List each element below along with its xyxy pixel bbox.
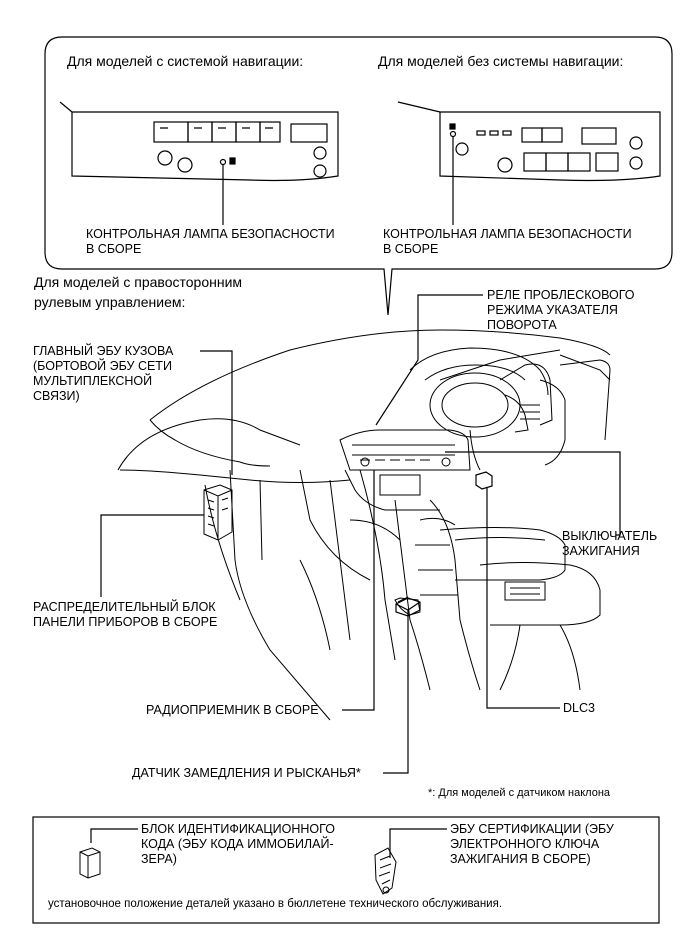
body-ecu-label-line2: (БОРТОВОЙ ЭБУ СЕТИ [33, 359, 172, 373]
no-nav-lamp-label-line2: В СБОРЕ [383, 242, 439, 256]
body-ecu-leader [200, 350, 233, 475]
id-code-box-part [79, 847, 101, 879]
no-nav-control-panel [397, 101, 661, 182]
flasher-label-line3: ПОВОРОТА [487, 318, 557, 332]
bottom-box [32, 816, 660, 924]
ignition-label-line1: ВЫКЛЮЧАТЕЛЬ [562, 529, 658, 543]
nav-lamp-label-line1: КОНТРОЛЬНАЯ ЛАМПА БЕЗОПАСНОСТИ [86, 227, 335, 241]
nav-control-panel [59, 101, 339, 182]
yaw-sensor-label: ДАТЧИК ЗАМЕДЛЕНИЯ И РЫСКАНЬЯ* [132, 766, 361, 780]
cert-ecu-leader [389, 828, 447, 858]
radio-label: РАДИОПРИЕМНИК В СБОРЕ [146, 703, 319, 717]
id-code-label-line1: БЛОК ИДЕНТИФИКАЦИОННОГО [141, 822, 335, 836]
no-nav-lamp-label-line1: КОНТРОЛЬНАЯ ЛАМПА БЕЗОПАСНОСТИ [383, 227, 632, 241]
cert-ecu-box-part [374, 847, 397, 895]
junction-block-part [203, 484, 233, 541]
dashboard-illustration [117, 329, 611, 721]
no-nav-heading: Для моделей без системы навигации: [378, 53, 624, 69]
rhd-heading-line2: рулевым управлением: [34, 294, 186, 310]
installation-note: установочное положение деталей указано в… [48, 898, 503, 910]
rhd-heading-line1: Для моделей с правосторонним [34, 274, 243, 290]
callout-box [44, 36, 673, 316]
cert-ecu-label-line3: ЗАЖИГАНИЯ В СБОРЕ) [450, 852, 591, 866]
junction-leader [100, 514, 204, 597]
radio-leader [342, 470, 375, 711]
id-code-label-line2: КОДА (ЭБУ КОДА ИММОБИЛАЙ- [141, 837, 334, 851]
body-ecu-label-line3: МУЛЬТИПЛЕКСНОЙ [33, 374, 153, 388]
flasher-label-line2: РЕЖИМА УКАЗАТЕЛЯ [487, 303, 618, 317]
cert-ecu-label-line2: ЭЛЕКТРОННОГО КЛЮЧА [450, 837, 600, 851]
flasher-label-line1: РЕЛЕ ПРОБЛЕСКОВОГО [487, 288, 635, 302]
ignition-label-line2: ЗАЖИГАНИЯ [562, 544, 640, 558]
flasher-leader [375, 294, 483, 426]
ignition-leader [445, 451, 621, 536]
id-code-leader [90, 828, 138, 843]
dlc3-leader [486, 488, 560, 709]
junction-label-line2: ПАНЕЛИ ПРИБОРОВ В СБОРЕ [33, 615, 218, 629]
cert-ecu-label-line1: ЭБУ СЕРТИФИКАЦИИ (ЭБУ [450, 822, 614, 836]
footnote: *: Для моделей с датчиком наклона [428, 787, 611, 799]
dlc3-label: DLC3 [563, 701, 595, 715]
yaw-sensor-part [395, 597, 421, 617]
body-ecu-label-line4: СВЯЗИ) [33, 389, 80, 403]
id-code-label-line3: ЗЕРА) [141, 852, 177, 866]
nav-lamp-label-line2: В СБОРЕ [86, 242, 142, 256]
junction-label-line1: РАСПРЕДЕЛИТЕЛЬНЫЙ БЛОК [33, 600, 216, 614]
yaw-leader [383, 616, 409, 774]
ignition-part [475, 471, 493, 490]
nav-heading: Для моделей с системой навигации: [67, 53, 304, 69]
body-ecu-label-line1: ГЛАВНЫЙ ЭБУ КУЗОВА [33, 344, 174, 358]
